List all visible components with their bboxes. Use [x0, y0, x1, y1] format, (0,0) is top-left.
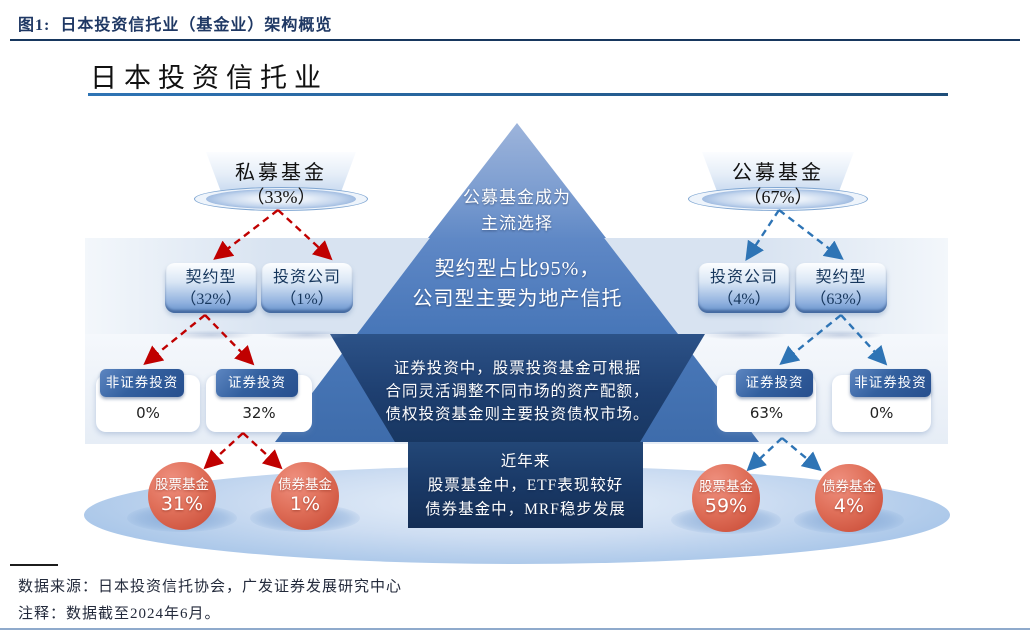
header-divider — [10, 39, 1020, 41]
data-source: 数据来源：日本投资信托协会，广发证券发展研究中心 — [18, 579, 403, 595]
podium-mouth — [702, 189, 854, 209]
right-non-securities-pct: 0% — [869, 404, 894, 422]
pyramid-tier4-shape — [408, 442, 643, 528]
left-non-securities-pct: 0% — [136, 404, 160, 422]
pyramid-tier3-shape — [330, 334, 705, 442]
box-shadow — [168, 330, 254, 340]
chart-title: 日本投资信托业 — [90, 63, 328, 93]
right-root-name: 公募基金 — [732, 162, 824, 184]
box-shadow — [701, 330, 787, 340]
podium-mouth — [206, 189, 356, 209]
figure-label: 图1: — [18, 17, 51, 34]
pyramid-tier3-text: 证券投资中，股票投资基金可根据 合同灵活调整不同市场的资产配额， 债权投资基金则… — [385, 360, 650, 423]
right-securities-pct: 63% — [749, 404, 784, 422]
left-bond-fund-circle: 债券基金 1% — [271, 462, 339, 530]
left-contract-type-box: 契约型 （32%） — [165, 263, 257, 313]
chart-title-underline — [88, 93, 948, 96]
figure-title: 日本投资信托业（基金业）架构概览 — [60, 17, 333, 34]
footer-divider — [10, 564, 58, 566]
right-bond-fund-circle: 债券基金 4% — [815, 464, 883, 532]
pyramid-tier4-text: 近年来 股票基金中，ETF表现较好 债券基金中，MRF稳步发展 — [425, 453, 626, 518]
box-shadow — [264, 330, 350, 340]
left-stock-fund-circle: 股票基金 31% — [148, 462, 216, 530]
right-securities-chip: 证券投资 — [736, 369, 813, 397]
left-securities-pct: 32% — [242, 404, 276, 422]
figure-caption: 图1: 日本投资信托业（基金业）架构概览 — [18, 11, 332, 35]
left-investment-company-box: 投资公司 （1%） — [261, 263, 353, 313]
box-shadow — [798, 330, 884, 340]
right-investment-company-box: 投资公司 （4%） — [698, 263, 790, 313]
right-root-value: （67%） — [743, 187, 813, 207]
left-root-name: 私募基金 — [235, 162, 327, 184]
right-non-securities-chip: 非证券投资 — [850, 369, 931, 397]
left-non-securities-chip: 非证券投资 — [100, 369, 184, 397]
left-root-value: （33%） — [246, 187, 316, 207]
left-securities-chip: 证券投资 — [216, 369, 298, 397]
right-stock-fund-circle: 股票基金 59% — [692, 464, 760, 532]
pyramid-tier2-text: 契约型占比95%， 公司型主要为地产信托 — [412, 258, 623, 310]
data-note: 注释：数据截至2024年6月。 — [18, 606, 221, 622]
bottom-border — [0, 628, 1030, 630]
pyramid-tier1-text: 公募基金成为 主流选择 — [463, 188, 571, 233]
right-contract-type-box: 契约型 （63%） — [795, 263, 887, 313]
